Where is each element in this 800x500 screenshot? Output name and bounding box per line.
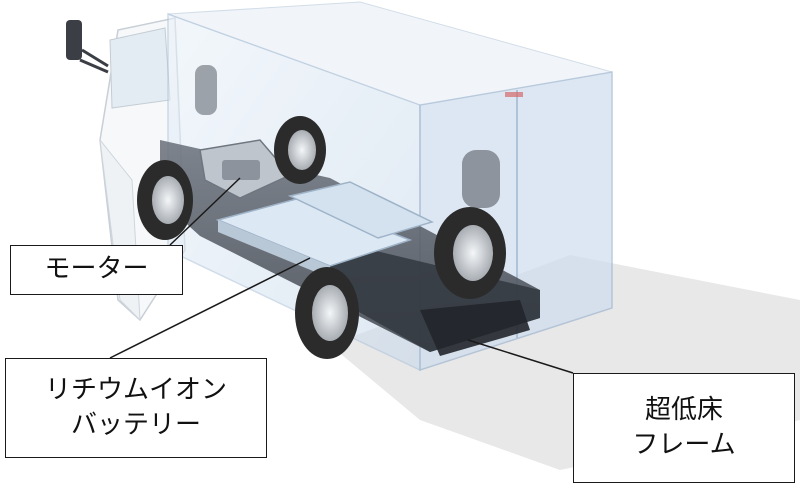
side-mirror-icon — [66, 20, 109, 74]
truck-cab — [99, 17, 186, 322]
lithium-ion-battery-pack — [215, 181, 435, 278]
frame-label: 超低床 フレーム — [573, 373, 795, 483]
battery-label: リチウムイオン バッテリー — [5, 358, 267, 458]
middle-wheel — [295, 267, 359, 359]
battery-label-line1: リチウムイオン — [44, 374, 227, 405]
rear-wheel-upper — [274, 116, 326, 184]
frame-label-line2: フレーム — [632, 430, 736, 460]
frame-leader-line — [467, 339, 574, 374]
front-wheel — [137, 160, 193, 240]
motor-leader-line — [169, 177, 241, 246]
motor — [199, 139, 292, 199]
battery-label-line2: バッテリー — [70, 410, 201, 440]
frame-label-line1: 超低床 — [644, 394, 723, 425]
motor-label: モーター — [10, 245, 183, 295]
spare-wheel — [434, 207, 506, 299]
motor-label-text: モーター — [44, 254, 149, 285]
battery-leader-line — [109, 257, 311, 359]
